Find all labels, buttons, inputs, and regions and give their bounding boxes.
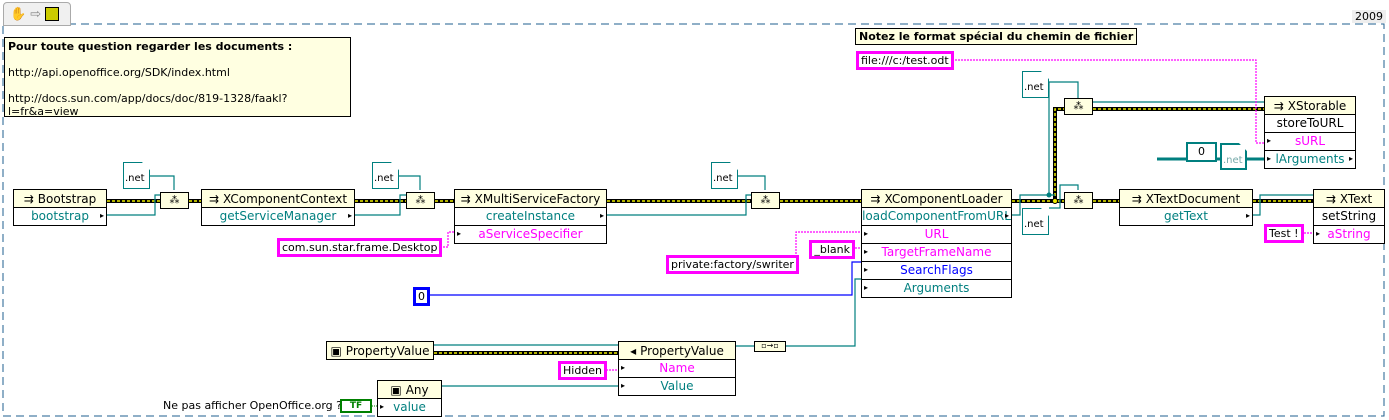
teal-wires	[107, 81, 1313, 387]
to-more-generic-icon[interactable]: ⁂	[406, 192, 435, 209]
docs-comment: Pour toute question regarder les documen…	[4, 37, 351, 118]
arrow-icon[interactable]: ⇨	[30, 6, 42, 22]
xtext-node[interactable]: ⇉XText setString aString	[1313, 189, 1385, 244]
constructor-icon: ▣	[390, 382, 402, 397]
factory-url-constant[interactable]: private:factory/swriter	[666, 255, 799, 274]
docs-title: Pour toute question regarder les documen…	[8, 40, 293, 53]
bootstrap-node[interactable]: ⇉Bootstrap bootstrap	[13, 189, 107, 226]
net-constant[interactable]: .net	[1022, 71, 1049, 98]
to-more-generic-icon[interactable]: ⁂	[160, 192, 189, 209]
node-title: XComponentContext	[223, 191, 348, 206]
frame-name-constant[interactable]: _blank	[809, 240, 855, 259]
docs-link-1: http://api.openoffice.org/SDK/index.html	[8, 66, 230, 79]
version-label: 2009	[1352, 10, 1386, 23]
node-title: PropertyValue	[345, 343, 430, 358]
to-more-generic-icon[interactable]: ⁂	[751, 192, 780, 209]
to-more-generic-icon[interactable]: ⁂	[1064, 192, 1093, 209]
method-gettext[interactable]: getText	[1164, 209, 1208, 223]
invoke-arrow-icon: ⇉	[1273, 98, 1284, 113]
text-constant[interactable]: Test !	[1264, 224, 1304, 243]
file-path-constant[interactable]: file:///c:/test.odt	[856, 51, 954, 70]
method-setstring[interactable]: setString	[1314, 208, 1384, 226]
invoke-arrow-icon: ⇉	[870, 191, 881, 206]
path-note-comment: Notez le format spécial du chemin de fic…	[855, 28, 1138, 45]
docs-link-2: http://docs.sun.com/app/docs/doc/819-132…	[8, 92, 288, 118]
invoke-arrow-icon: ⇉	[23, 191, 34, 206]
node-title: XStorable	[1287, 98, 1347, 113]
xcomponentcontext-node[interactable]: ⇉XComponentContext getServiceManager	[201, 189, 355, 226]
any-constructor-node[interactable]: ▣Any value	[377, 380, 442, 417]
param-url[interactable]: URL	[925, 227, 949, 241]
net-constant[interactable]: .net	[1022, 208, 1049, 235]
net-array-constant[interactable]: .net	[1220, 143, 1247, 170]
toolbar: ✋ ⇨	[3, 2, 71, 26]
to-more-generic-icon[interactable]: ⁂	[1064, 98, 1093, 115]
method-createinstance[interactable]: createInstance	[486, 209, 575, 223]
param-searchflags[interactable]: SearchFlags	[900, 263, 973, 277]
xstorable-node[interactable]: ⇉XStorable storeToURL sURL lArguments	[1264, 96, 1356, 169]
xtextdocument-node[interactable]: ⇉XTextDocument getText	[1119, 189, 1253, 226]
vi-icon[interactable]	[45, 7, 60, 21]
xmultiservicefactory-node[interactable]: ⇉XMultiServiceFactory createInstance aSe…	[454, 189, 607, 244]
hidden-constant[interactable]: Hidden	[558, 361, 608, 380]
integer-wire	[425, 261, 861, 296]
search-flags-constant[interactable]: 0	[413, 287, 430, 306]
param-arguments[interactable]: Arguments	[904, 281, 970, 295]
invoke-arrow-icon: ⇉	[1131, 191, 1142, 206]
net-constant[interactable]: .net	[711, 162, 738, 189]
propertyvalue-constructor-node[interactable]: ▣PropertyValue	[326, 341, 434, 360]
method-storetourl[interactable]: storeToURL	[1265, 115, 1355, 133]
param-larguments[interactable]: lArguments	[1275, 152, 1344, 166]
string-wires	[440, 59, 1313, 371]
param-targetframename[interactable]: TargetFrameName	[882, 245, 992, 259]
node-title: PropertyValue	[640, 343, 724, 358]
propertyvalue-property-node[interactable]: ◂PropertyValue Name Value	[618, 341, 736, 396]
param-aservicespecifier[interactable]: aServiceSpecifier	[478, 227, 582, 241]
param-astring[interactable]: aString	[1327, 227, 1370, 241]
node-title: XText	[1339, 191, 1373, 206]
service-name-constant[interactable]: com.sun.star.frame.Desktop	[277, 238, 443, 257]
xcomponentloader-node[interactable]: ⇉XComponentLoader loadComponentFromURL U…	[861, 189, 1012, 298]
refnum-wires	[107, 107, 1313, 355]
invoke-arrow-icon: ⇉	[460, 191, 471, 206]
invoke-arrow-icon: ⇉	[208, 191, 220, 206]
method-getservicemanager[interactable]: getServiceManager	[220, 209, 337, 223]
node-title: XComponentLoader	[884, 191, 1003, 206]
hidden-boolean-control[interactable]: TF	[340, 399, 372, 413]
net-constant[interactable]: .net	[123, 162, 150, 189]
build-array-icon[interactable]: ▫→▫	[754, 341, 786, 352]
param-value[interactable]: value	[393, 400, 426, 414]
node-title: Bootstrap	[37, 191, 97, 206]
hidden-control-label: Ne pas afficher OpenOffice.org ?	[163, 399, 342, 412]
node-title: Any	[405, 382, 429, 397]
net-constant[interactable]: .net	[372, 162, 399, 189]
property-icon: ◂	[630, 343, 637, 358]
array-index-constant[interactable]: 0	[1186, 142, 1217, 162]
invoke-arrow-icon: ⇉	[1325, 191, 1336, 206]
method-loadcomponentfromurl[interactable]: loadComponentFromURL	[862, 209, 1011, 223]
hand-icon[interactable]: ✋	[10, 6, 27, 22]
param-surl[interactable]: sURL	[1295, 134, 1325, 148]
param-value[interactable]: Value	[661, 379, 694, 393]
method-bootstrap[interactable]: bootstrap	[31, 209, 89, 223]
node-title: XTextDocument	[1145, 191, 1241, 206]
constructor-icon: ▣	[330, 343, 342, 358]
node-title: XMultiServiceFactory	[474, 191, 601, 206]
param-name[interactable]: Name	[659, 361, 694, 375]
